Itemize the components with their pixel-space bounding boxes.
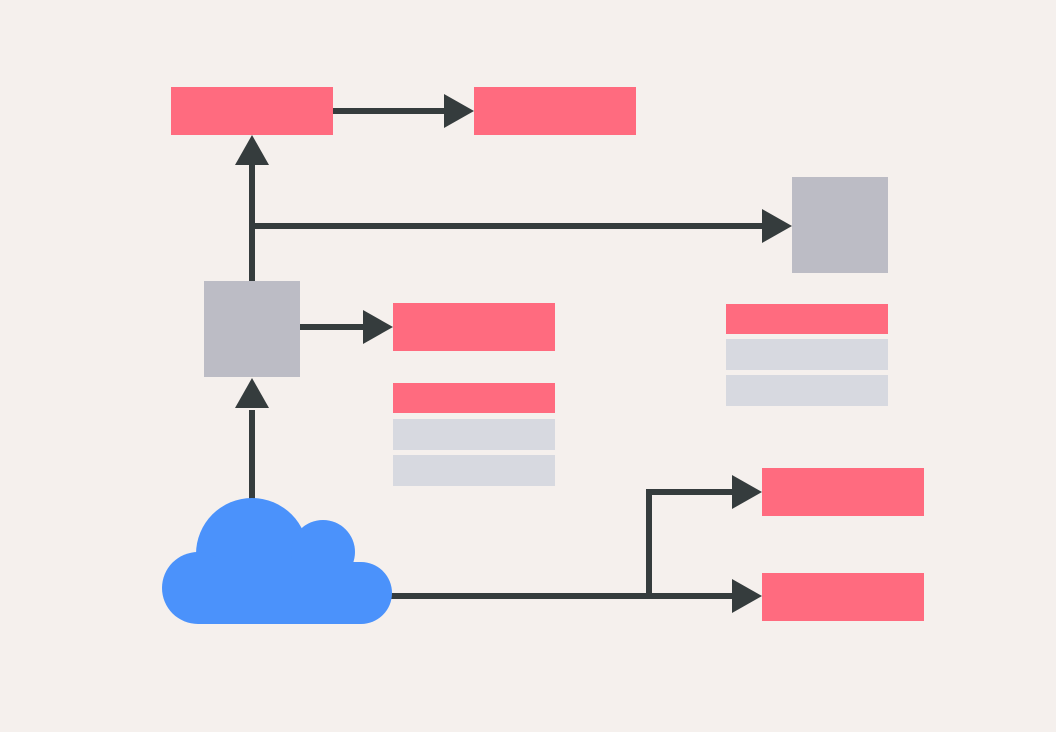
bottom-right-lower-box xyxy=(762,573,924,621)
mid-box xyxy=(393,303,555,351)
arrowhead-up-hub xyxy=(235,378,269,408)
top-left-box xyxy=(171,87,333,135)
middle-list-row xyxy=(393,455,555,486)
arrowhead-right-top xyxy=(444,94,474,128)
right-square xyxy=(792,177,888,273)
middle-list-row xyxy=(393,419,555,450)
arrowhead-right-bottom-upper xyxy=(732,475,762,509)
middle-list xyxy=(393,383,555,486)
right-list-row xyxy=(726,375,888,406)
right-list-header xyxy=(726,304,888,334)
arrowhead-right-bottom-lower xyxy=(732,579,762,613)
arrowhead-up-top xyxy=(235,135,269,165)
right-list xyxy=(726,304,888,406)
top-right-box xyxy=(474,87,636,135)
connector-branch-upper xyxy=(646,489,736,596)
hub-square xyxy=(204,281,300,377)
arrowheads xyxy=(235,94,792,613)
arrowhead-right-square xyxy=(762,209,792,243)
right-list-row xyxy=(726,339,888,370)
cloud-icon xyxy=(162,498,392,624)
bottom-right-upper-box xyxy=(762,468,924,516)
middle-list-header xyxy=(393,383,555,413)
connectors xyxy=(249,108,766,599)
arrowhead-right-mid xyxy=(363,310,393,344)
